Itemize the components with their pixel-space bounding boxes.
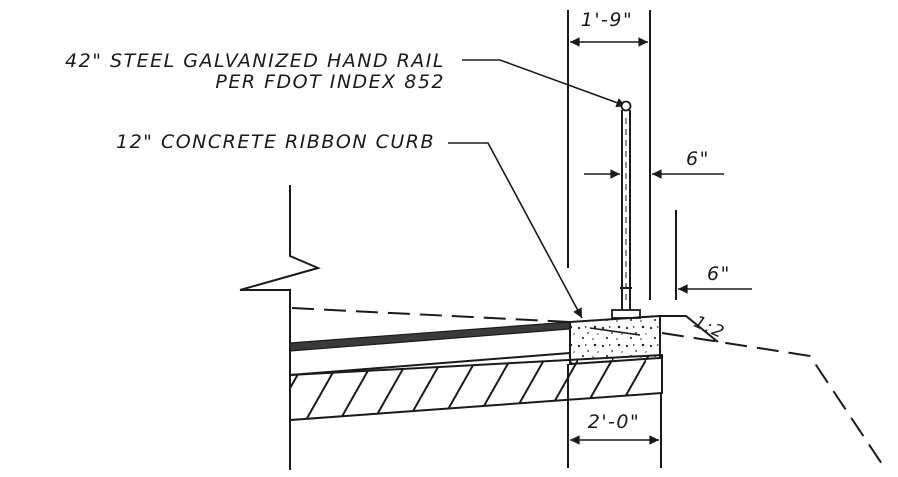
concrete-curb bbox=[569, 314, 661, 366]
handrail-label-line1: 42" STEEL GALVANIZED HAND RAIL bbox=[65, 50, 445, 72]
handrail-label-line2: PER FDOT INDEX 852 bbox=[215, 71, 445, 93]
graded-slope-dashed bbox=[661, 332, 887, 471]
top-dim-text: 1'-9" bbox=[581, 9, 634, 31]
bottom-dim-text: 2'-0" bbox=[588, 411, 641, 433]
existing-ground-dashed bbox=[291, 307, 571, 323]
wall-break-line bbox=[239, 185, 321, 470]
rail-dim-text: 6" bbox=[686, 148, 710, 170]
handrail-leader bbox=[462, 59, 627, 108]
asphalt-layer bbox=[289, 321, 571, 352]
base-top-line bbox=[289, 352, 571, 376]
curb-label: 12" CONCRETE RIBBON CURB bbox=[116, 131, 435, 153]
shoulder-slope bbox=[660, 315, 719, 343]
curb-leader bbox=[448, 142, 583, 319]
handrail bbox=[611, 100, 641, 319]
curb-inner-line bbox=[589, 327, 641, 336]
edge-dim-text: 6" bbox=[707, 263, 731, 285]
